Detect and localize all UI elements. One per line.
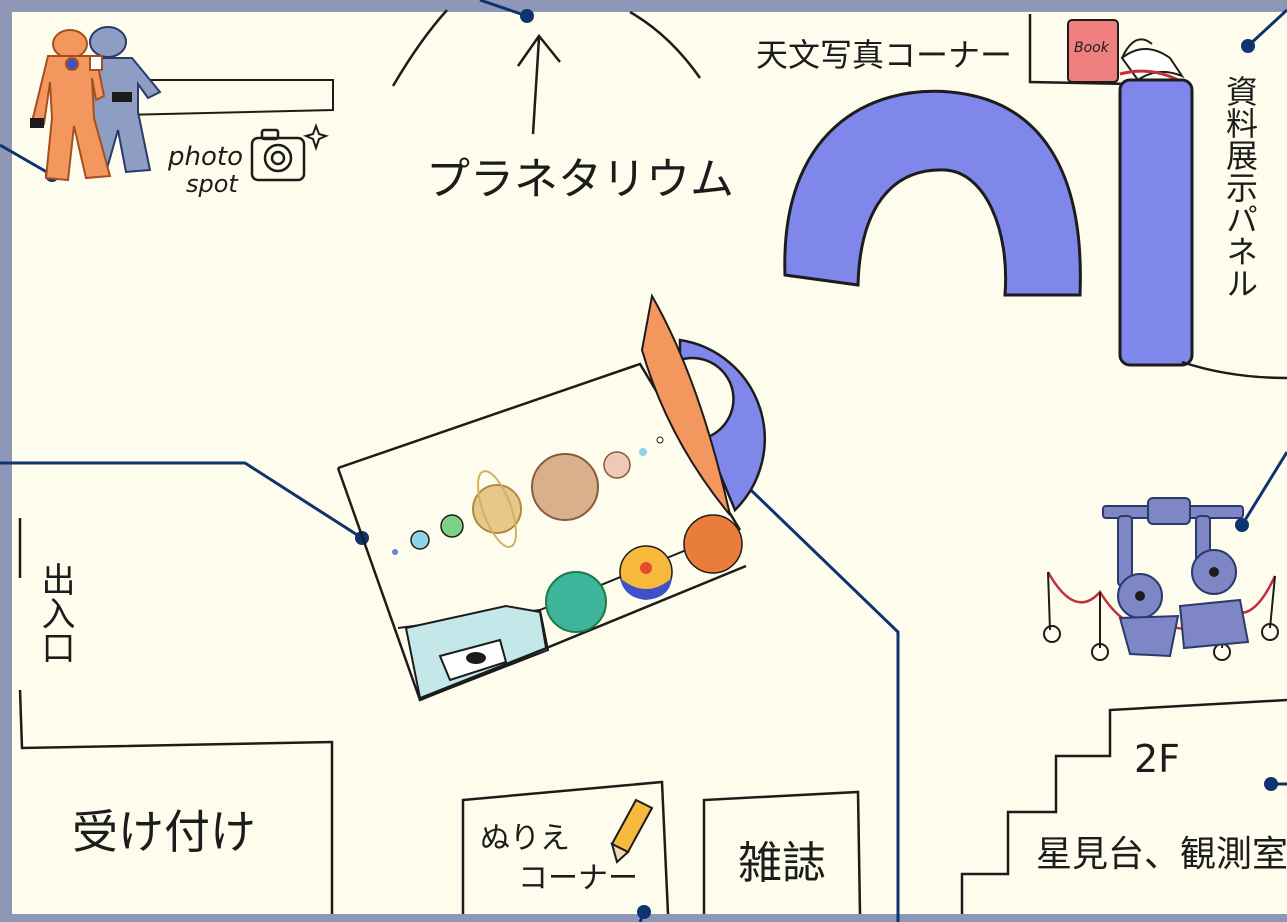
sparkle-icon bbox=[303, 123, 329, 152]
photo-spot-label-line1: photo bbox=[167, 142, 243, 172]
coloring-corner-label-line2: コーナー bbox=[518, 861, 638, 896]
materials-panel-area: Book 資料展示パネル bbox=[1028, 14, 1287, 380]
arch-photo-display bbox=[783, 89, 1082, 297]
coloring-corner-label-line1: ぬりえ bbox=[480, 821, 570, 856]
observatory-area: 2F 星見台、観測室 bbox=[960, 698, 1287, 914]
book-icon: Book bbox=[1067, 19, 1185, 83]
planetarium-area: プラネタリウム bbox=[391, 9, 734, 205]
observatory-label: 星見台、観測室 bbox=[1036, 834, 1287, 875]
reception-label: 受け付け bbox=[72, 805, 256, 859]
photo-spot-area: photo spot bbox=[30, 26, 334, 198]
materials-panel-label: 資料展示パネル bbox=[1221, 75, 1259, 299]
floor-label: 2F bbox=[1134, 737, 1180, 781]
magazines-area: 雑誌 bbox=[702, 790, 862, 915]
entrance-label: 出入口 bbox=[35, 562, 75, 664]
coloring-corner: ぬりえ コーナー bbox=[461, 780, 670, 915]
camera-icon bbox=[250, 128, 306, 182]
astro-photo-corner: 天文写真コーナー bbox=[756, 36, 1082, 297]
photo-spot-label-line2: spot bbox=[186, 170, 239, 198]
solar-system-display bbox=[336, 293, 766, 702]
astro-photo-corner-label: 天文写真コーナー bbox=[756, 36, 1012, 74]
telescope-exhibit bbox=[1043, 497, 1279, 661]
display-panel bbox=[1118, 78, 1194, 367]
orange-space-suit bbox=[30, 29, 112, 182]
magazines-label: 雑誌 bbox=[738, 838, 826, 889]
entrance-area: 出入口 bbox=[18, 518, 334, 914]
planetarium-label: プラネタリウム bbox=[426, 154, 734, 205]
book-label: Book bbox=[1074, 40, 1110, 56]
pencil-icon bbox=[610, 798, 654, 864]
